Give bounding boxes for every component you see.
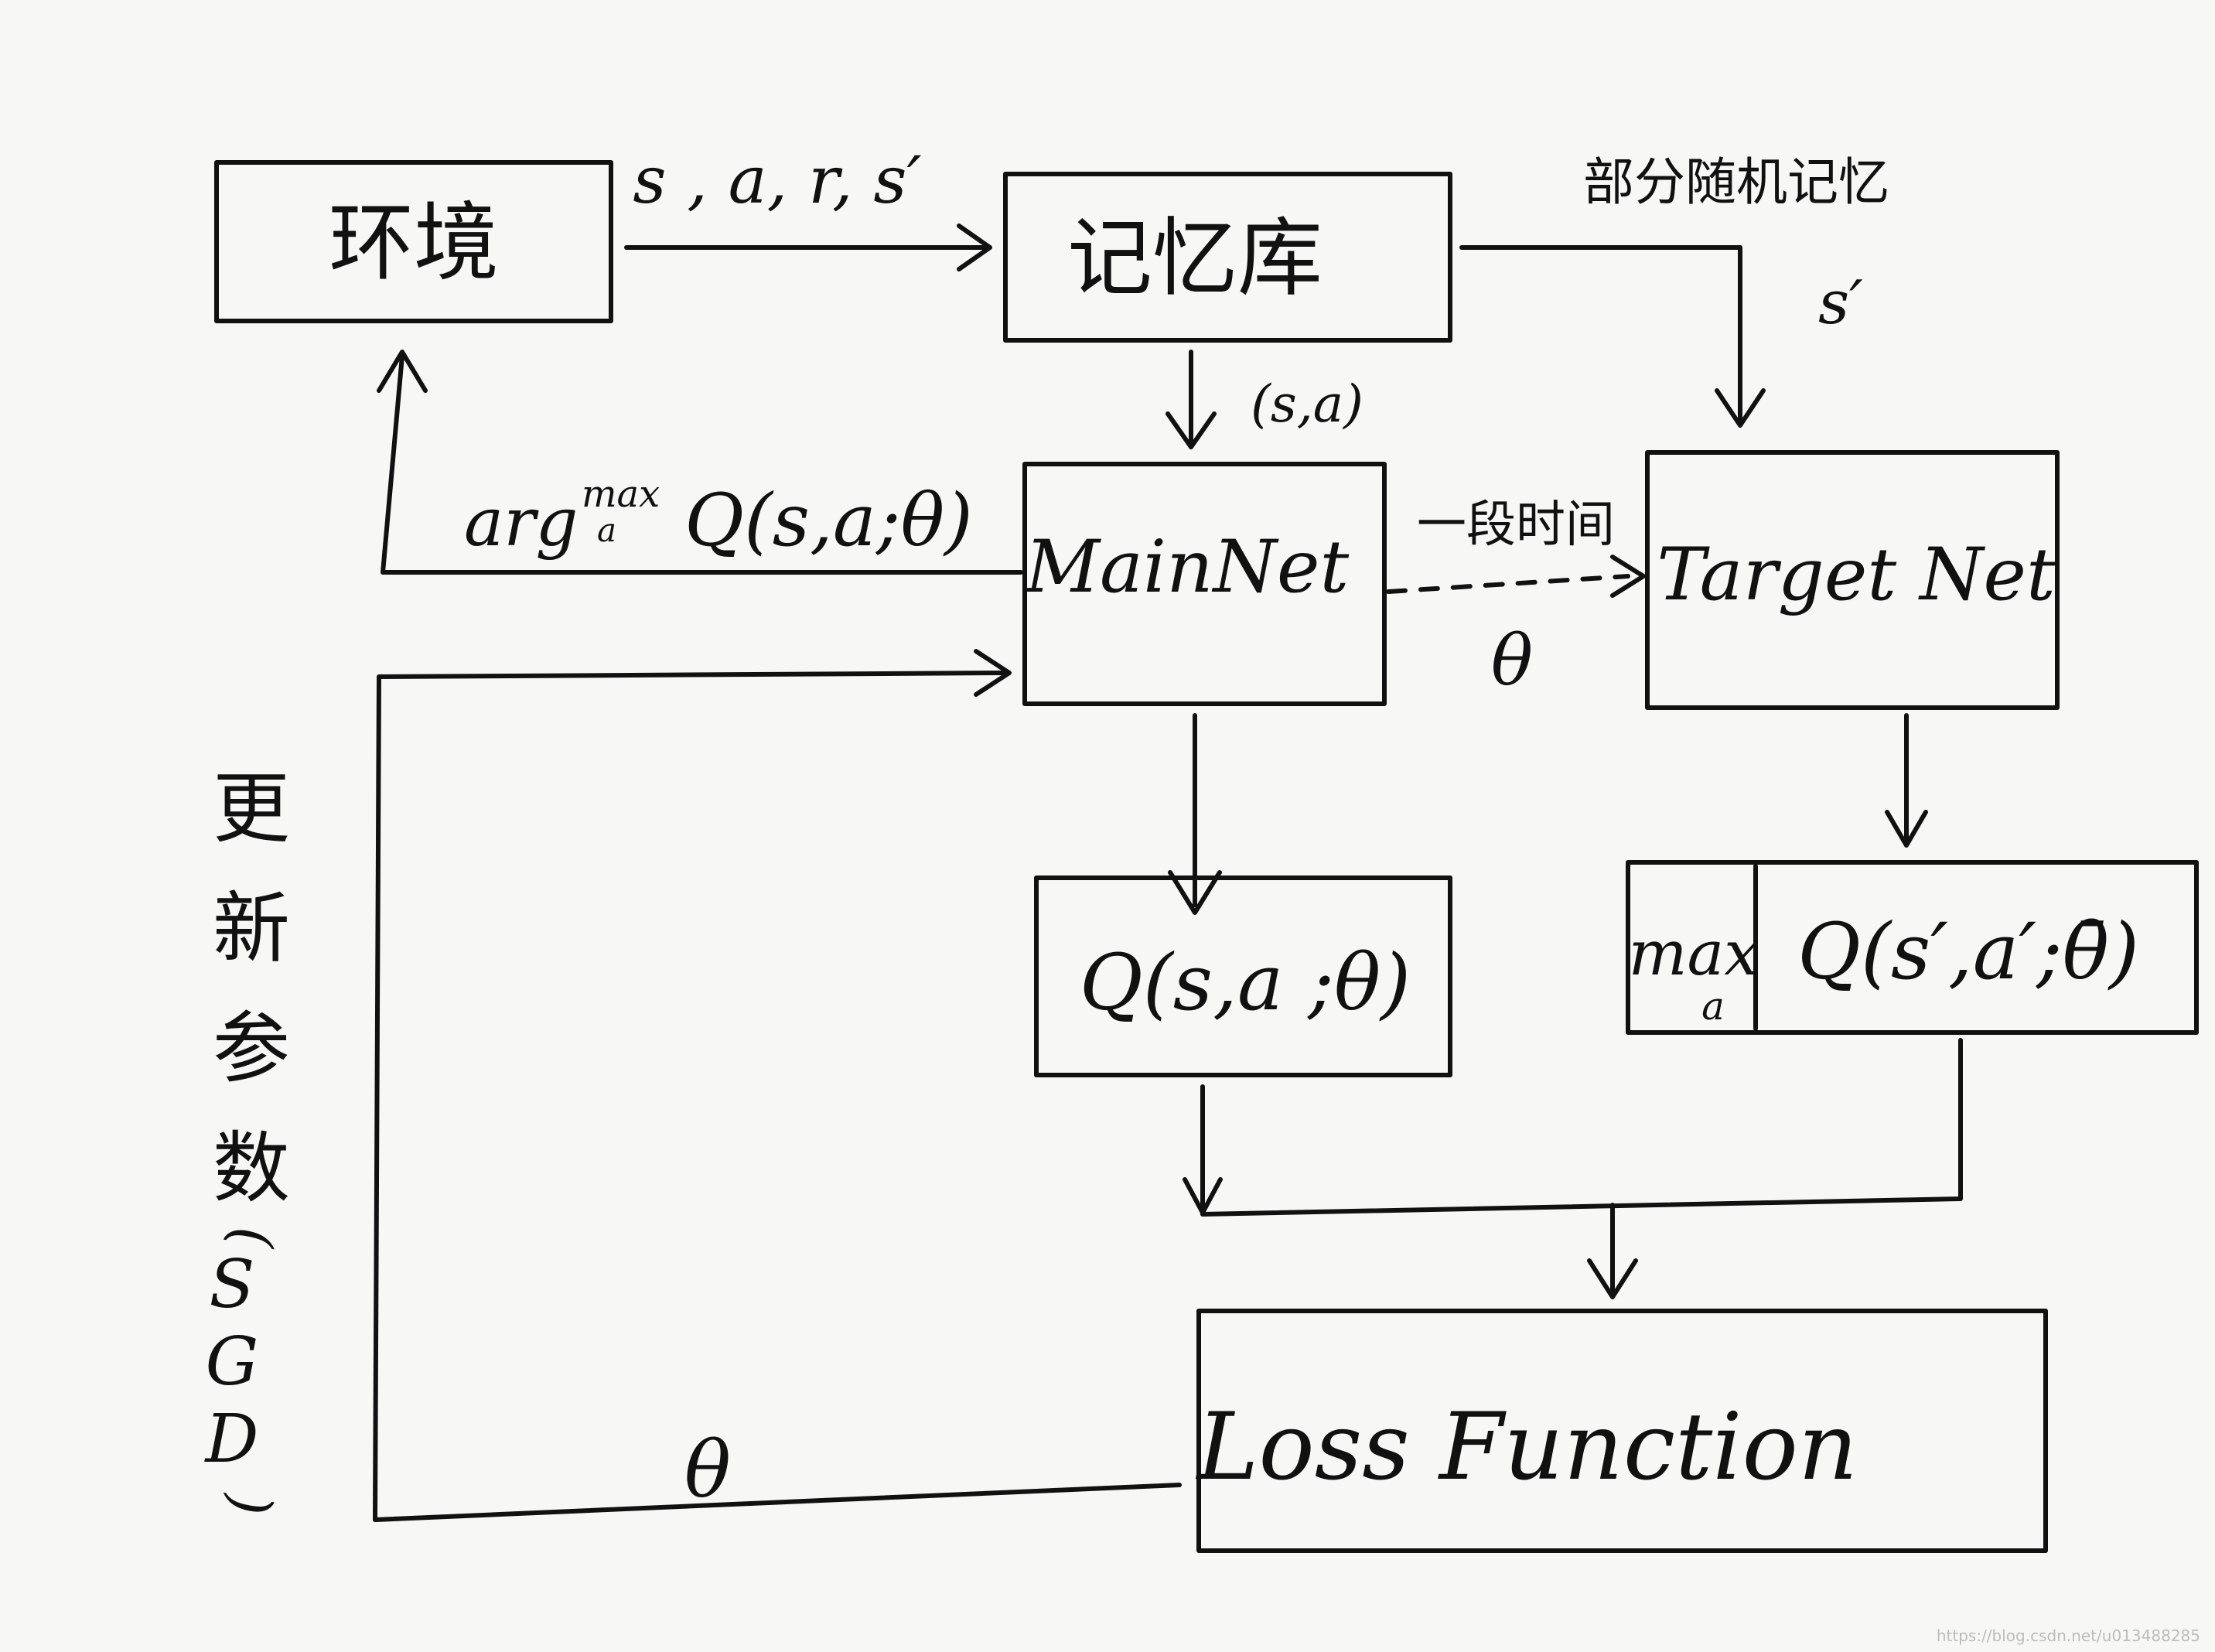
q-main-node: Q(s,a ;θ) [1034,875,1452,1077]
edge-main-to-env: arg max a Q(s,a;θ) [377,350,1023,575]
edge-env-memory-label: s , a, r, s′ [633,142,921,218]
edge-main-env-sub: a [597,511,616,549]
q-target-sub-label: a [1701,984,1725,1029]
edge-main-target-label: 一段时间 [1417,497,1615,554]
q-main-label: Q(s,a ;θ) [1080,937,1411,1028]
edge-target-to-qtarget [1885,713,1928,848]
watermark: https://blog.csdn.net/u013488285 [1937,1626,2200,1645]
edge-memory-main-label: (s,a) [1251,374,1363,434]
q-target-max-label: max [1629,917,1759,989]
edge-q-to-loss [1183,1038,1963,1299]
side-paren-open: ( [219,1227,284,1250]
side-label-update-params: 更 新 参 数 ( S G D ) [204,763,290,1515]
mainnet-label: MainNet [1024,525,1350,609]
side-letter-d: D [204,1401,259,1478]
q-target-label: Q(s′,a′;θ̄) [1797,906,2139,997]
q-target-node: max a Q(s′,a′;θ̄) [1626,860,2199,1035]
side-char-2: 新 [213,883,290,974]
edge-memory-to-main: (s,a) [1166,350,1363,449]
memory-label: 记忆库 [1067,209,1323,308]
env-node: 环境 [214,160,613,323]
targetnet-node: Target Net [1645,450,2060,710]
memory-node: 记忆库 [1003,172,1452,343]
edge-loss-to-main: θ [373,649,1182,1522]
edge-env-to-memory: s , a, r, s′ [624,142,992,271]
edge-main-target-theta: θ [1491,620,1533,701]
mainnet-node: MainNet [1022,462,1387,706]
edge-main-env-max: max [582,473,660,516]
edge-main-env-pre: arg [464,484,578,561]
edge-main-to-qmain [1168,713,1222,915]
side-char-3: 参 [213,1003,290,1094]
loss-node: Loss Function [1196,1309,2048,1553]
side-char-4: 数 [213,1123,290,1213]
edge-memory-to-target: 部分随机记忆 s′ [1459,152,1889,428]
env-label: 环境 [329,193,499,292]
side-char-1: 更 [213,763,290,854]
side-paren-close: ) [219,1492,284,1515]
edge-memory-target-label: 部分随机记忆 [1583,152,1889,212]
loss-label: Loss Function [1196,1394,1858,1501]
edge-memory-target-s-label: s′ [1818,268,1863,338]
edge-main-env-post: Q(s,a;θ) [684,479,973,563]
targetnet-label: Target Net [1657,533,2056,617]
edge-loss-main-theta: θ [684,1425,731,1515]
side-letter-s: S [210,1246,255,1323]
edge-main-to-target: 一段时间 θ [1386,497,1646,701]
side-letter-g: G [206,1323,259,1401]
